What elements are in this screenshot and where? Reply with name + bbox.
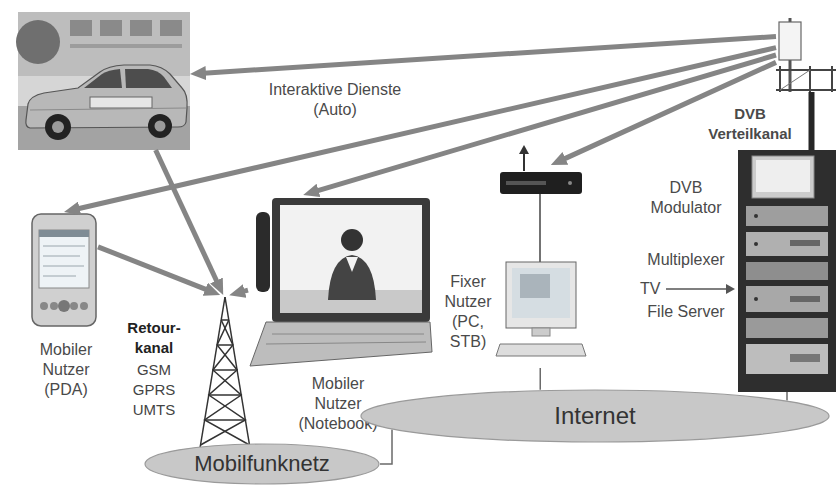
server-rack-node: DVB ModulatorMultiplexerTVFile Server xyxy=(738,150,836,392)
antenna-node: DVB Verteilkanal xyxy=(776,18,820,92)
equipment-label: DVB Modulator xyxy=(638,178,734,218)
equipment-label: File Server xyxy=(638,302,734,322)
tower-node: Retour- kanalGSMGPRSUMTS xyxy=(195,295,255,445)
equipment-label: Multiplexer xyxy=(638,250,734,270)
return-arrow xyxy=(156,150,219,286)
return-arrow xyxy=(239,290,248,292)
fixed-user-node: Fixer Nutzer (PC, STB) xyxy=(498,165,586,368)
car-photo xyxy=(16,12,190,150)
notebook-node: Mobiler Nutzer (Notebook) xyxy=(248,195,432,368)
pda xyxy=(32,214,96,326)
network-line xyxy=(380,430,392,464)
network-ellipse: Mobilfunknetz xyxy=(144,443,380,485)
network-label: Internet xyxy=(554,402,635,431)
network-line xyxy=(539,368,541,390)
antenna xyxy=(776,18,836,92)
user-label: Mobiler Nutzer (PDA) xyxy=(26,340,106,400)
feed-line xyxy=(809,92,815,150)
user-label: Mobiler Nutzer (Notebook) xyxy=(290,374,386,434)
set-top-box xyxy=(500,145,582,262)
radio-tower xyxy=(200,297,250,448)
network-ellipse: Internet xyxy=(360,389,830,443)
service-label: Interaktive Dienste (Auto) xyxy=(255,80,415,120)
standard-label: UMTS xyxy=(122,400,186,420)
desktop-pc xyxy=(496,262,586,356)
standard-label: GPRS xyxy=(122,380,186,400)
channel-label: Retour- kanal xyxy=(122,318,186,358)
channel-label: DVB Verteilkanal xyxy=(700,104,800,144)
broadcast-arrow xyxy=(313,55,776,192)
car-node: Interaktive Dienste (Auto) xyxy=(18,12,190,150)
pda-node: Mobiler Nutzer (PDA) xyxy=(30,212,98,328)
user-label: Fixer Nutzer (PC, STB) xyxy=(438,272,498,352)
standard-label: GSM xyxy=(122,360,186,380)
server-rack xyxy=(738,150,836,392)
network-line xyxy=(786,392,788,400)
notebook xyxy=(250,198,432,366)
return-arrow xyxy=(98,247,211,292)
equipment-label: TV xyxy=(640,279,670,299)
tv-arrow xyxy=(666,284,735,294)
network-label: Mobilfunknetz xyxy=(194,451,330,477)
